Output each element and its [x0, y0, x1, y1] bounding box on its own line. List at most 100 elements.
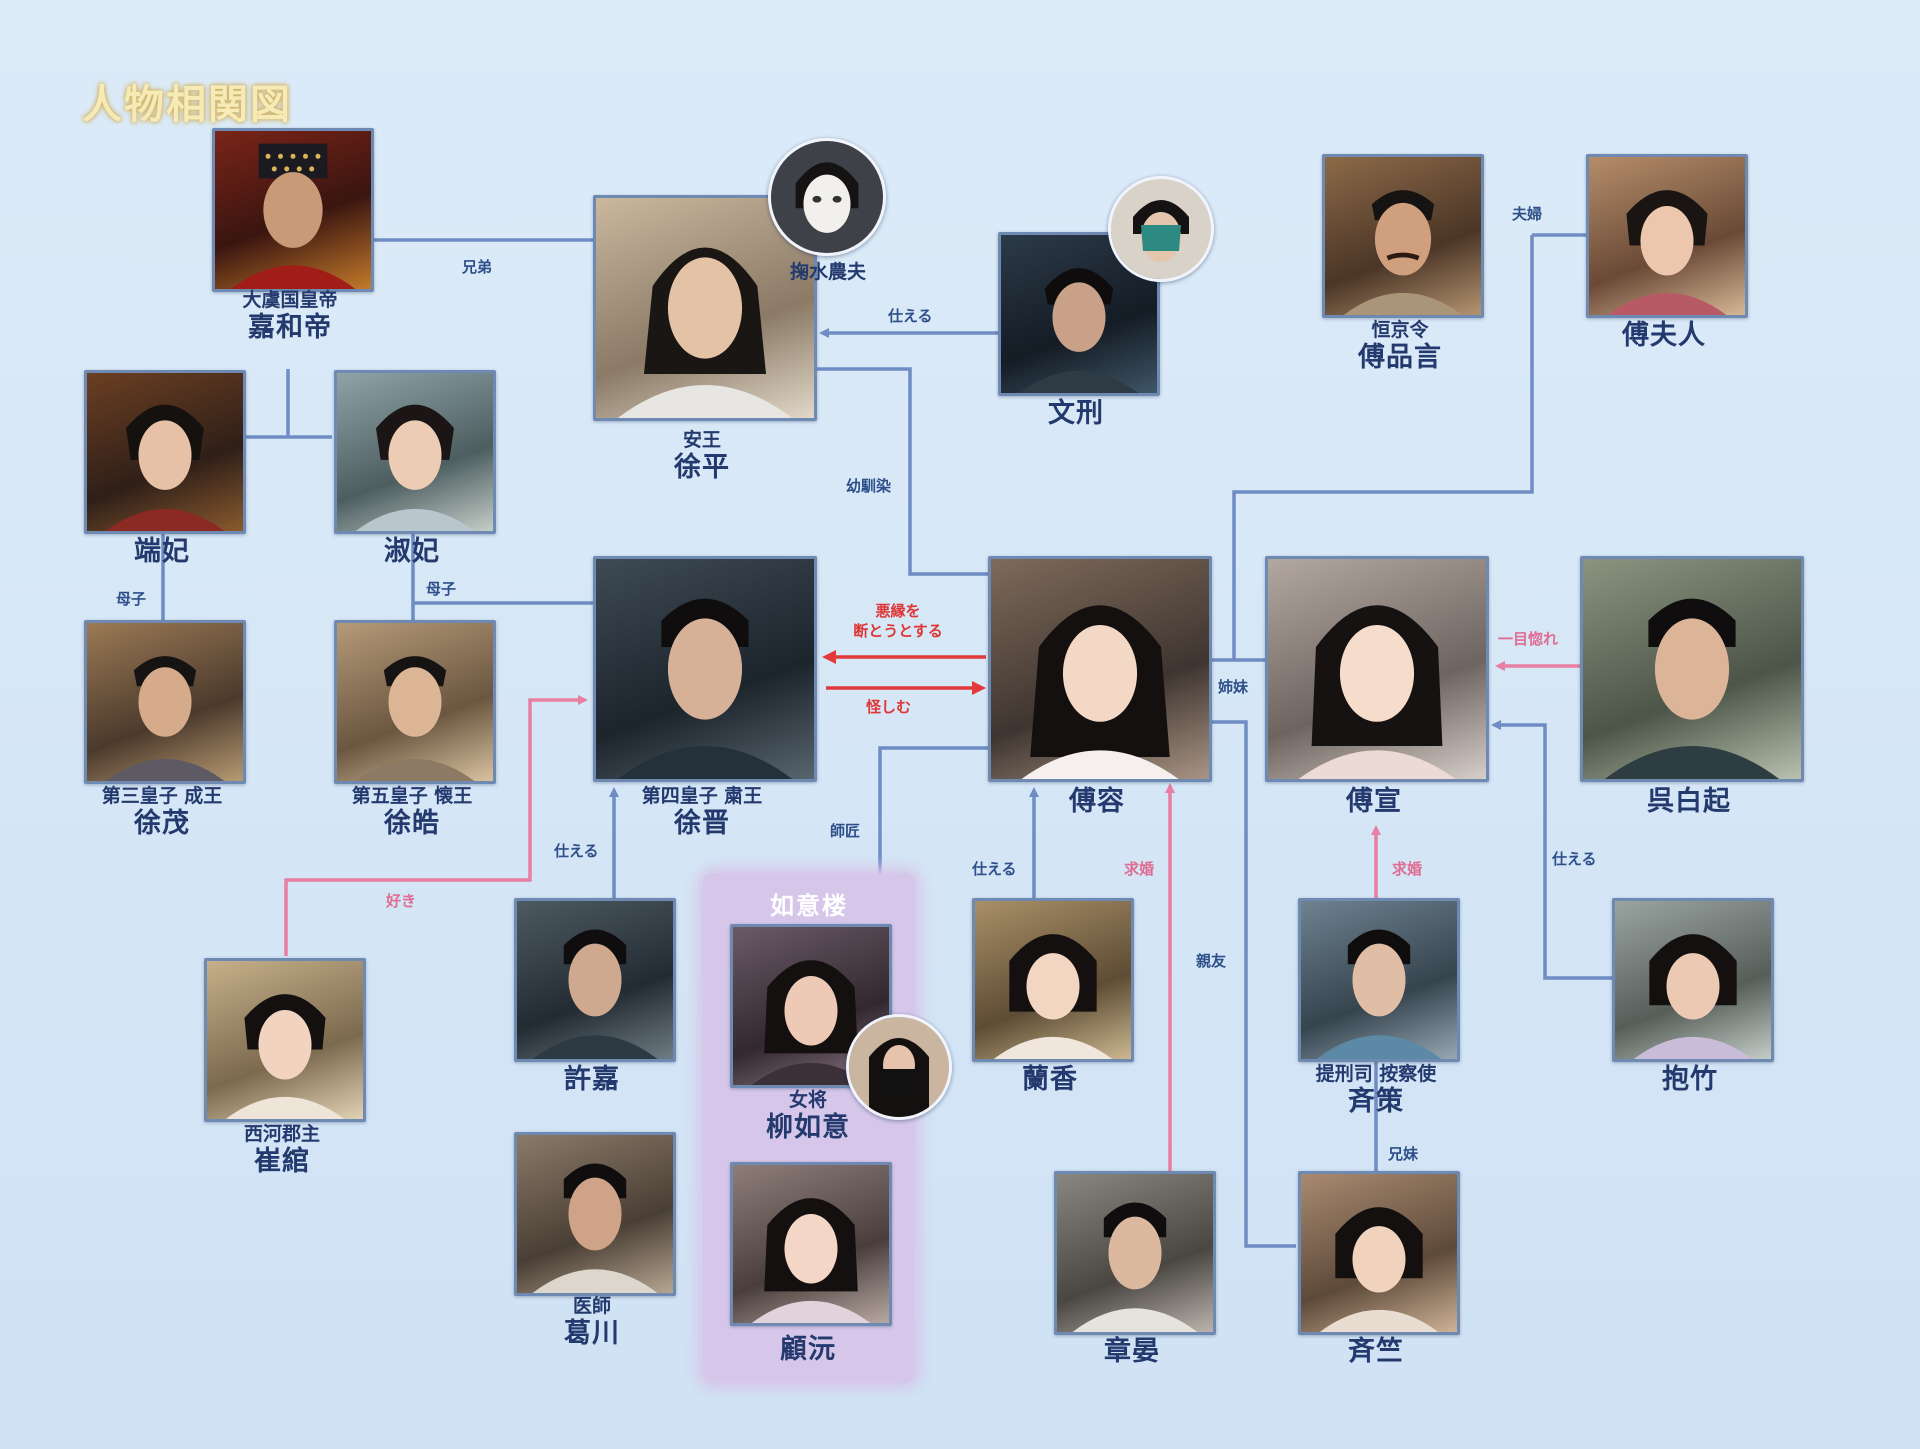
portrait-furong[interactable]: [988, 556, 1212, 782]
line-childhood: [810, 367, 988, 576]
name-fuxuan: 傅宣: [1346, 786, 1402, 817]
name-lanxiang: 蘭香: [1022, 1064, 1078, 1095]
label-xumao: 第三皇子 成王 徐茂: [70, 785, 254, 839]
name-qizhu: 斉竺: [1348, 1336, 1404, 1367]
line-likes: [284, 695, 588, 956]
label-shufei: 淑妃: [334, 536, 490, 567]
portrait-wenxing-masked[interactable]: [1108, 176, 1214, 282]
role-cuiwan: 西河郡主: [243, 1123, 320, 1145]
rel-couple: 夫婦: [1512, 205, 1543, 223]
rel-siblings: 兄妹: [1388, 1145, 1419, 1163]
rel-master: 師匠: [830, 822, 861, 840]
rel-brothers: 兄弟: [462, 258, 493, 276]
rel-serve-xuping: 仕える: [888, 307, 933, 325]
portrait-shufei[interactable]: [334, 370, 496, 534]
label-zhangyan: 章晏: [1054, 1336, 1210, 1367]
label-gechuan: 医師 葛川: [514, 1295, 670, 1349]
label-wenxing: 文刑: [998, 398, 1154, 429]
rel-childhood: 幼馴染: [846, 477, 892, 495]
name-wenxing: 文刑: [1048, 398, 1104, 429]
rel-break-bad-line1: 悪縁を: [875, 602, 921, 620]
rel-break-bad: 悪縁を 断とうとする: [836, 602, 960, 641]
rel-friends: 親友: [1196, 952, 1227, 970]
portrait-qice[interactable]: [1298, 898, 1460, 1062]
portrait-gechuan[interactable]: [514, 1132, 676, 1296]
portrait-qizhu[interactable]: [1298, 1171, 1460, 1335]
role-liuruyi: 女将: [788, 1089, 827, 1111]
portrait-fuxuan[interactable]: [1265, 556, 1489, 782]
portrait-liuruyi[interactable]: [730, 924, 892, 1088]
rel-serve-fuxuan: 仕える: [1552, 850, 1597, 868]
portrait-duanfei[interactable]: [84, 370, 246, 534]
name-xujin: 徐晋: [674, 807, 730, 839]
label-qice: 提刑司 按察使 斉策: [1278, 1063, 1474, 1117]
rel-serve-furong: 仕える: [972, 860, 1017, 878]
label-fupinyan: 恒京令 傅品言: [1322, 319, 1478, 373]
role-xumao: 第三皇子 成王: [101, 785, 223, 807]
name-qice: 斉策: [1348, 1085, 1404, 1117]
label-liuruyi: 女将 柳如意: [730, 1089, 886, 1143]
label-xujin: 第四皇子 粛王 徐晋: [593, 785, 811, 839]
name-guyuan: 顧沅: [780, 1334, 836, 1365]
line-friends: [1209, 720, 1296, 1248]
label-baozhu: 抱竹: [1612, 1064, 1768, 1095]
name-baozhu: 抱竹: [1662, 1064, 1718, 1095]
label-duanfei: 端妃: [84, 536, 240, 567]
name-xujia: 許嘉: [564, 1064, 620, 1095]
label-qizhu: 斉竺: [1298, 1336, 1454, 1367]
rel-mother-child-2: 母子: [426, 580, 457, 598]
rel-suspicious: 怪しむ: [866, 698, 912, 716]
portrait-fupinyan[interactable]: [1322, 154, 1484, 318]
label-wubaiqi: 呉白起: [1580, 786, 1798, 817]
portrait-zhangyan[interactable]: [1054, 1171, 1216, 1335]
label-xuping: 安王 徐平: [593, 429, 811, 483]
name-fupinyan: 傅品言: [1358, 341, 1442, 373]
name-xumao: 徐茂: [134, 807, 190, 839]
line-emperor-consorts: [243, 369, 332, 439]
portrait-xumao[interactable]: [84, 620, 246, 784]
label-xuhao: 第五皇子 懐王 徐皓: [320, 785, 504, 839]
portrait-emperor[interactable]: [212, 128, 374, 292]
portrait-guyuan[interactable]: [730, 1162, 892, 1326]
role-qice: 提刑司 按察使: [1315, 1063, 1437, 1085]
portrait-liuruyi-veiled[interactable]: [846, 1014, 952, 1120]
label-emperor: 大虞国皇帝 嘉和帝: [200, 289, 380, 343]
rel-proposal-fuxuan: 求婚: [1392, 860, 1423, 878]
portrait-fufuren[interactable]: [1586, 154, 1748, 318]
portrait-cuiwan[interactable]: [204, 958, 366, 1122]
rel-mother-child-1: 母子: [116, 590, 147, 608]
name-xuhao: 徐皓: [384, 807, 440, 839]
ruyi-tower-title: 如意楼: [770, 891, 848, 920]
name-xuping-alias: 掬水農夫: [789, 261, 866, 283]
rel-likes: 好き: [386, 892, 417, 910]
name-emperor: 嘉和帝: [248, 311, 332, 343]
portrait-lanxiang[interactable]: [972, 898, 1134, 1062]
label-lanxiang: 蘭香: [972, 1064, 1128, 1095]
role-xujin: 第四皇子 粛王: [641, 785, 763, 807]
role-xuhao: 第五皇子 懐王: [351, 785, 473, 807]
name-xuping: 徐平: [674, 451, 730, 483]
chart-title: 人物相関図: [82, 81, 292, 128]
role-gechuan: 医師: [572, 1295, 611, 1317]
portrait-baozhu[interactable]: [1612, 898, 1774, 1062]
portrait-wubaiqi[interactable]: [1580, 556, 1804, 782]
role-xuping: 安王: [682, 429, 721, 451]
line-parents-daughters: [1232, 233, 1586, 660]
portrait-xujia[interactable]: [514, 898, 676, 1062]
rel-break-bad-line2: 断とうとする: [853, 621, 943, 640]
portrait-xuping[interactable]: [593, 195, 817, 421]
name-duanfei: 端妃: [134, 536, 190, 567]
rel-sisters: 姉妹: [1218, 678, 1249, 696]
label-fuxuan: 傅宣: [1265, 786, 1483, 817]
label-furong: 傅容: [988, 786, 1206, 817]
rel-proposal-furong: 求婚: [1124, 860, 1155, 878]
name-zhangyan: 章晏: [1104, 1336, 1160, 1367]
portrait-xuhao[interactable]: [334, 620, 496, 784]
portrait-xuping-masked[interactable]: [768, 138, 886, 256]
label-xuping-alias: 掬水農夫: [758, 261, 898, 284]
portrait-xujin[interactable]: [593, 556, 817, 782]
name-fufuren: 傅夫人: [1622, 320, 1706, 351]
name-liuruyi: 柳如意: [766, 1111, 850, 1143]
